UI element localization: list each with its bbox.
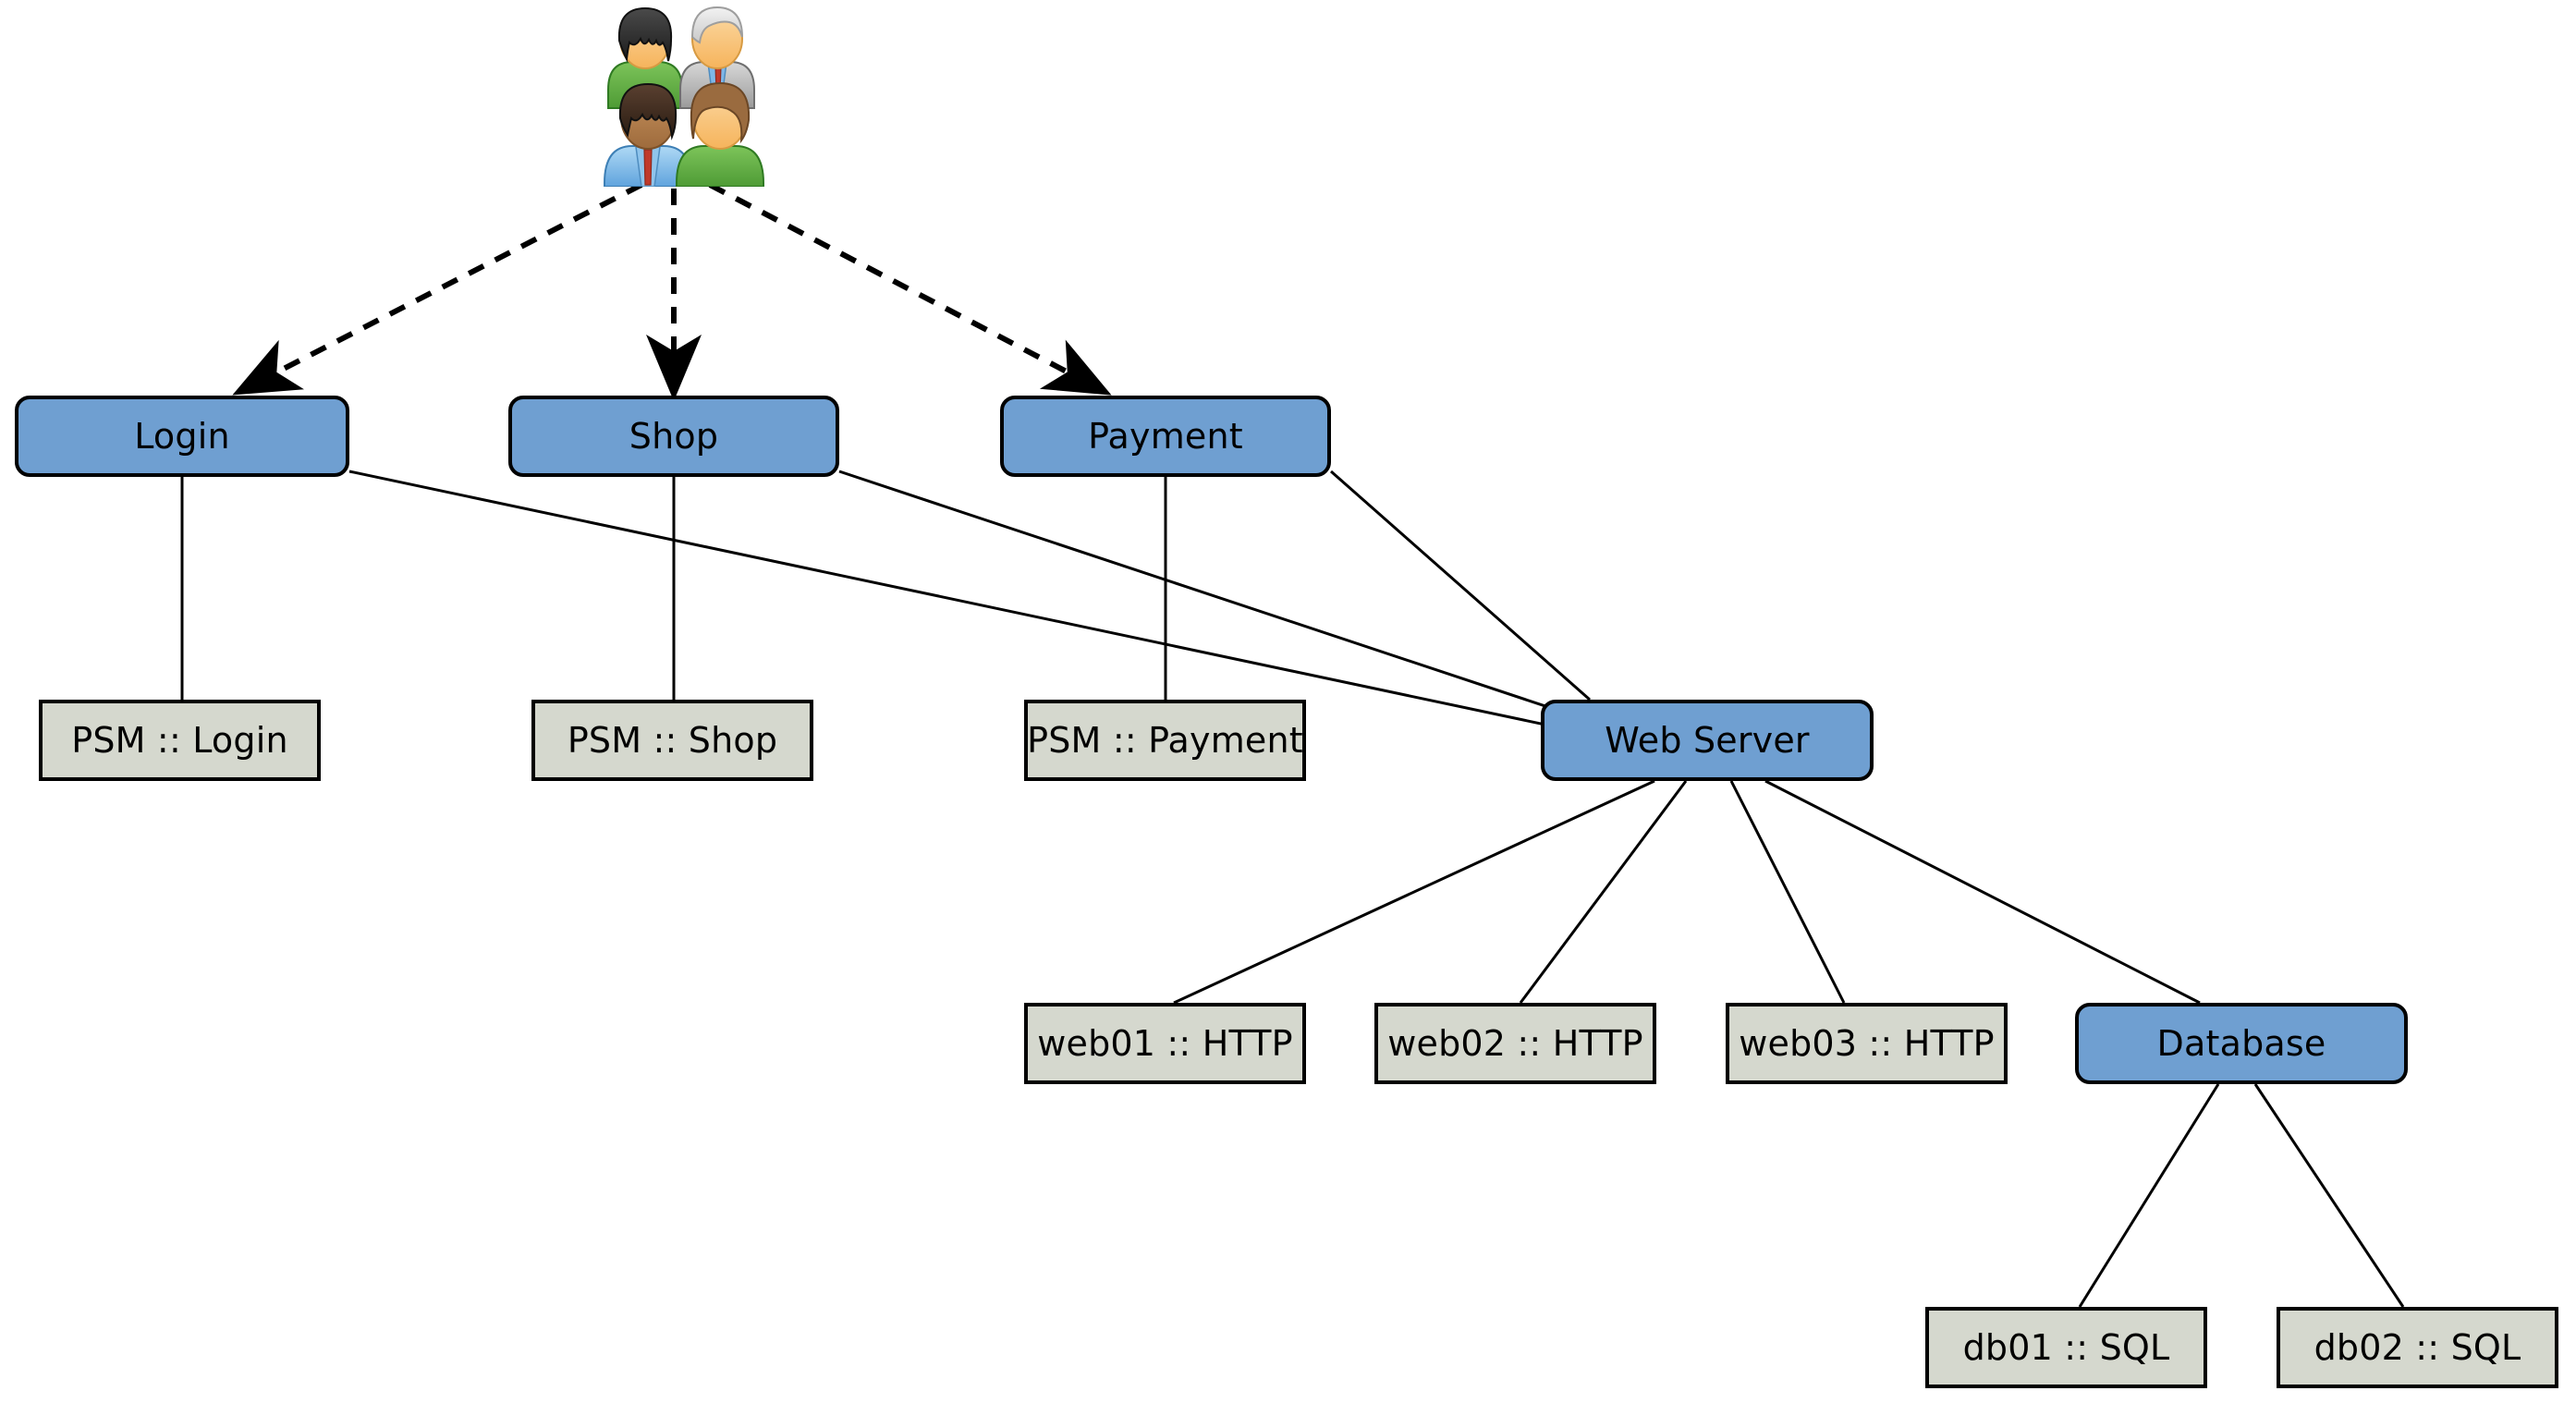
node-web01[interactable]: web01 :: HTTP (1024, 1003, 1306, 1084)
node-shop[interactable]: Shop (508, 396, 839, 477)
edge-actor-payment (708, 182, 1112, 396)
node-web02[interactable]: web02 :: HTTP (1374, 1003, 1656, 1084)
actor-person-4 (676, 81, 764, 188)
node-psm_login[interactable]: PSM :: Login (39, 700, 321, 781)
node-login[interactable]: Login (15, 396, 349, 477)
node-psm_payment[interactable]: PSM :: Payment (1024, 700, 1306, 781)
node-payment[interactable]: Payment (1000, 396, 1331, 477)
node-web_server[interactable]: Web Server (1541, 700, 1874, 781)
node-db01[interactable]: db01 :: SQL (1925, 1307, 2207, 1388)
edges-group (180, 182, 2405, 1308)
edge-payment-webserver (1330, 470, 1591, 702)
edge-webserver-web02 (1519, 780, 1688, 1004)
edge-database-db02 (2253, 1083, 2405, 1308)
edge-webserver-database (1764, 779, 2201, 1005)
node-web03[interactable]: web03 :: HTTP (1726, 1003, 2008, 1084)
actor-person-3 (604, 82, 692, 188)
edge-webserver-web01 (1173, 779, 1655, 1005)
edge-actor-login (232, 182, 643, 396)
edge-login-webserver (348, 470, 1572, 732)
node-db02[interactable]: db02 :: SQL (2277, 1307, 2558, 1388)
actors-group-icon (571, 2, 773, 188)
node-psm_shop[interactable]: PSM :: Shop (531, 700, 813, 781)
edge-database-db01 (2078, 1083, 2220, 1308)
edge-webserver-web03 (1729, 780, 1846, 1004)
edge-shop-webserver (838, 470, 1577, 718)
node-database[interactable]: Database (2075, 1003, 2408, 1084)
